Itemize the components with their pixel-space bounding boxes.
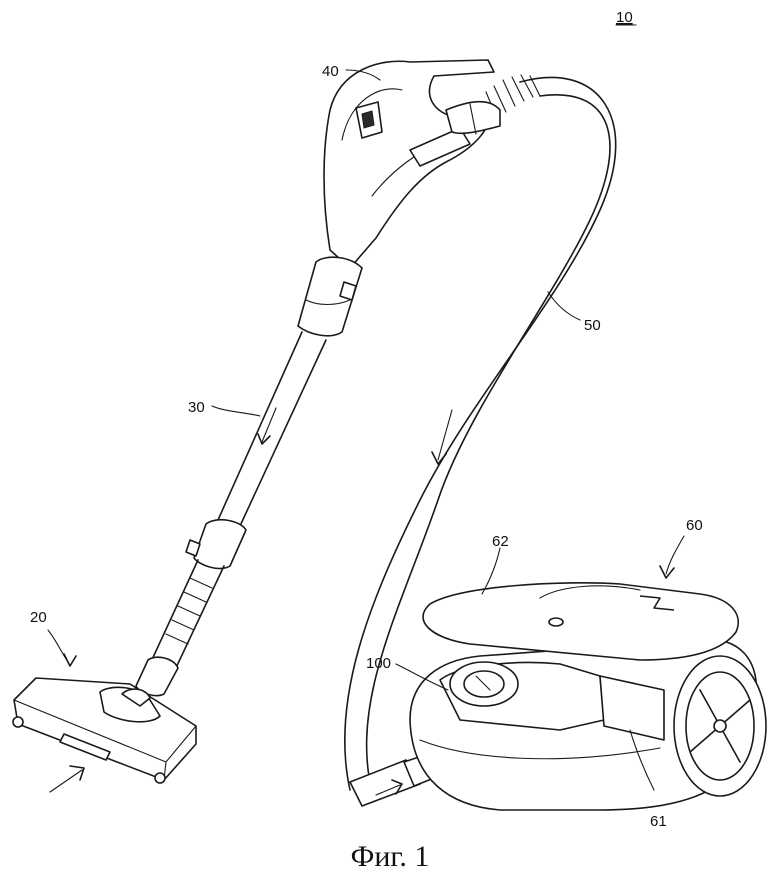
label-handle: 40 [322, 63, 339, 80]
pipe [135, 256, 363, 697]
nozzle [12, 629, 197, 793]
pipe-corrugation [165, 577, 213, 645]
figure-caption: Фиг. 1 [351, 840, 430, 873]
body [409, 535, 767, 811]
label-nozzle: 20 [30, 609, 47, 626]
label-body: 60 [686, 517, 703, 534]
label-pipe: 30 [188, 399, 205, 416]
handle [323, 59, 501, 269]
label-chamber: 61 [650, 813, 667, 830]
label-dust-unit: 100 [366, 655, 391, 672]
label-hose: 50 [584, 317, 601, 334]
leader-lines [211, 69, 655, 791]
label-main: 10 [616, 9, 633, 26]
label-cover: 62 [492, 533, 509, 550]
